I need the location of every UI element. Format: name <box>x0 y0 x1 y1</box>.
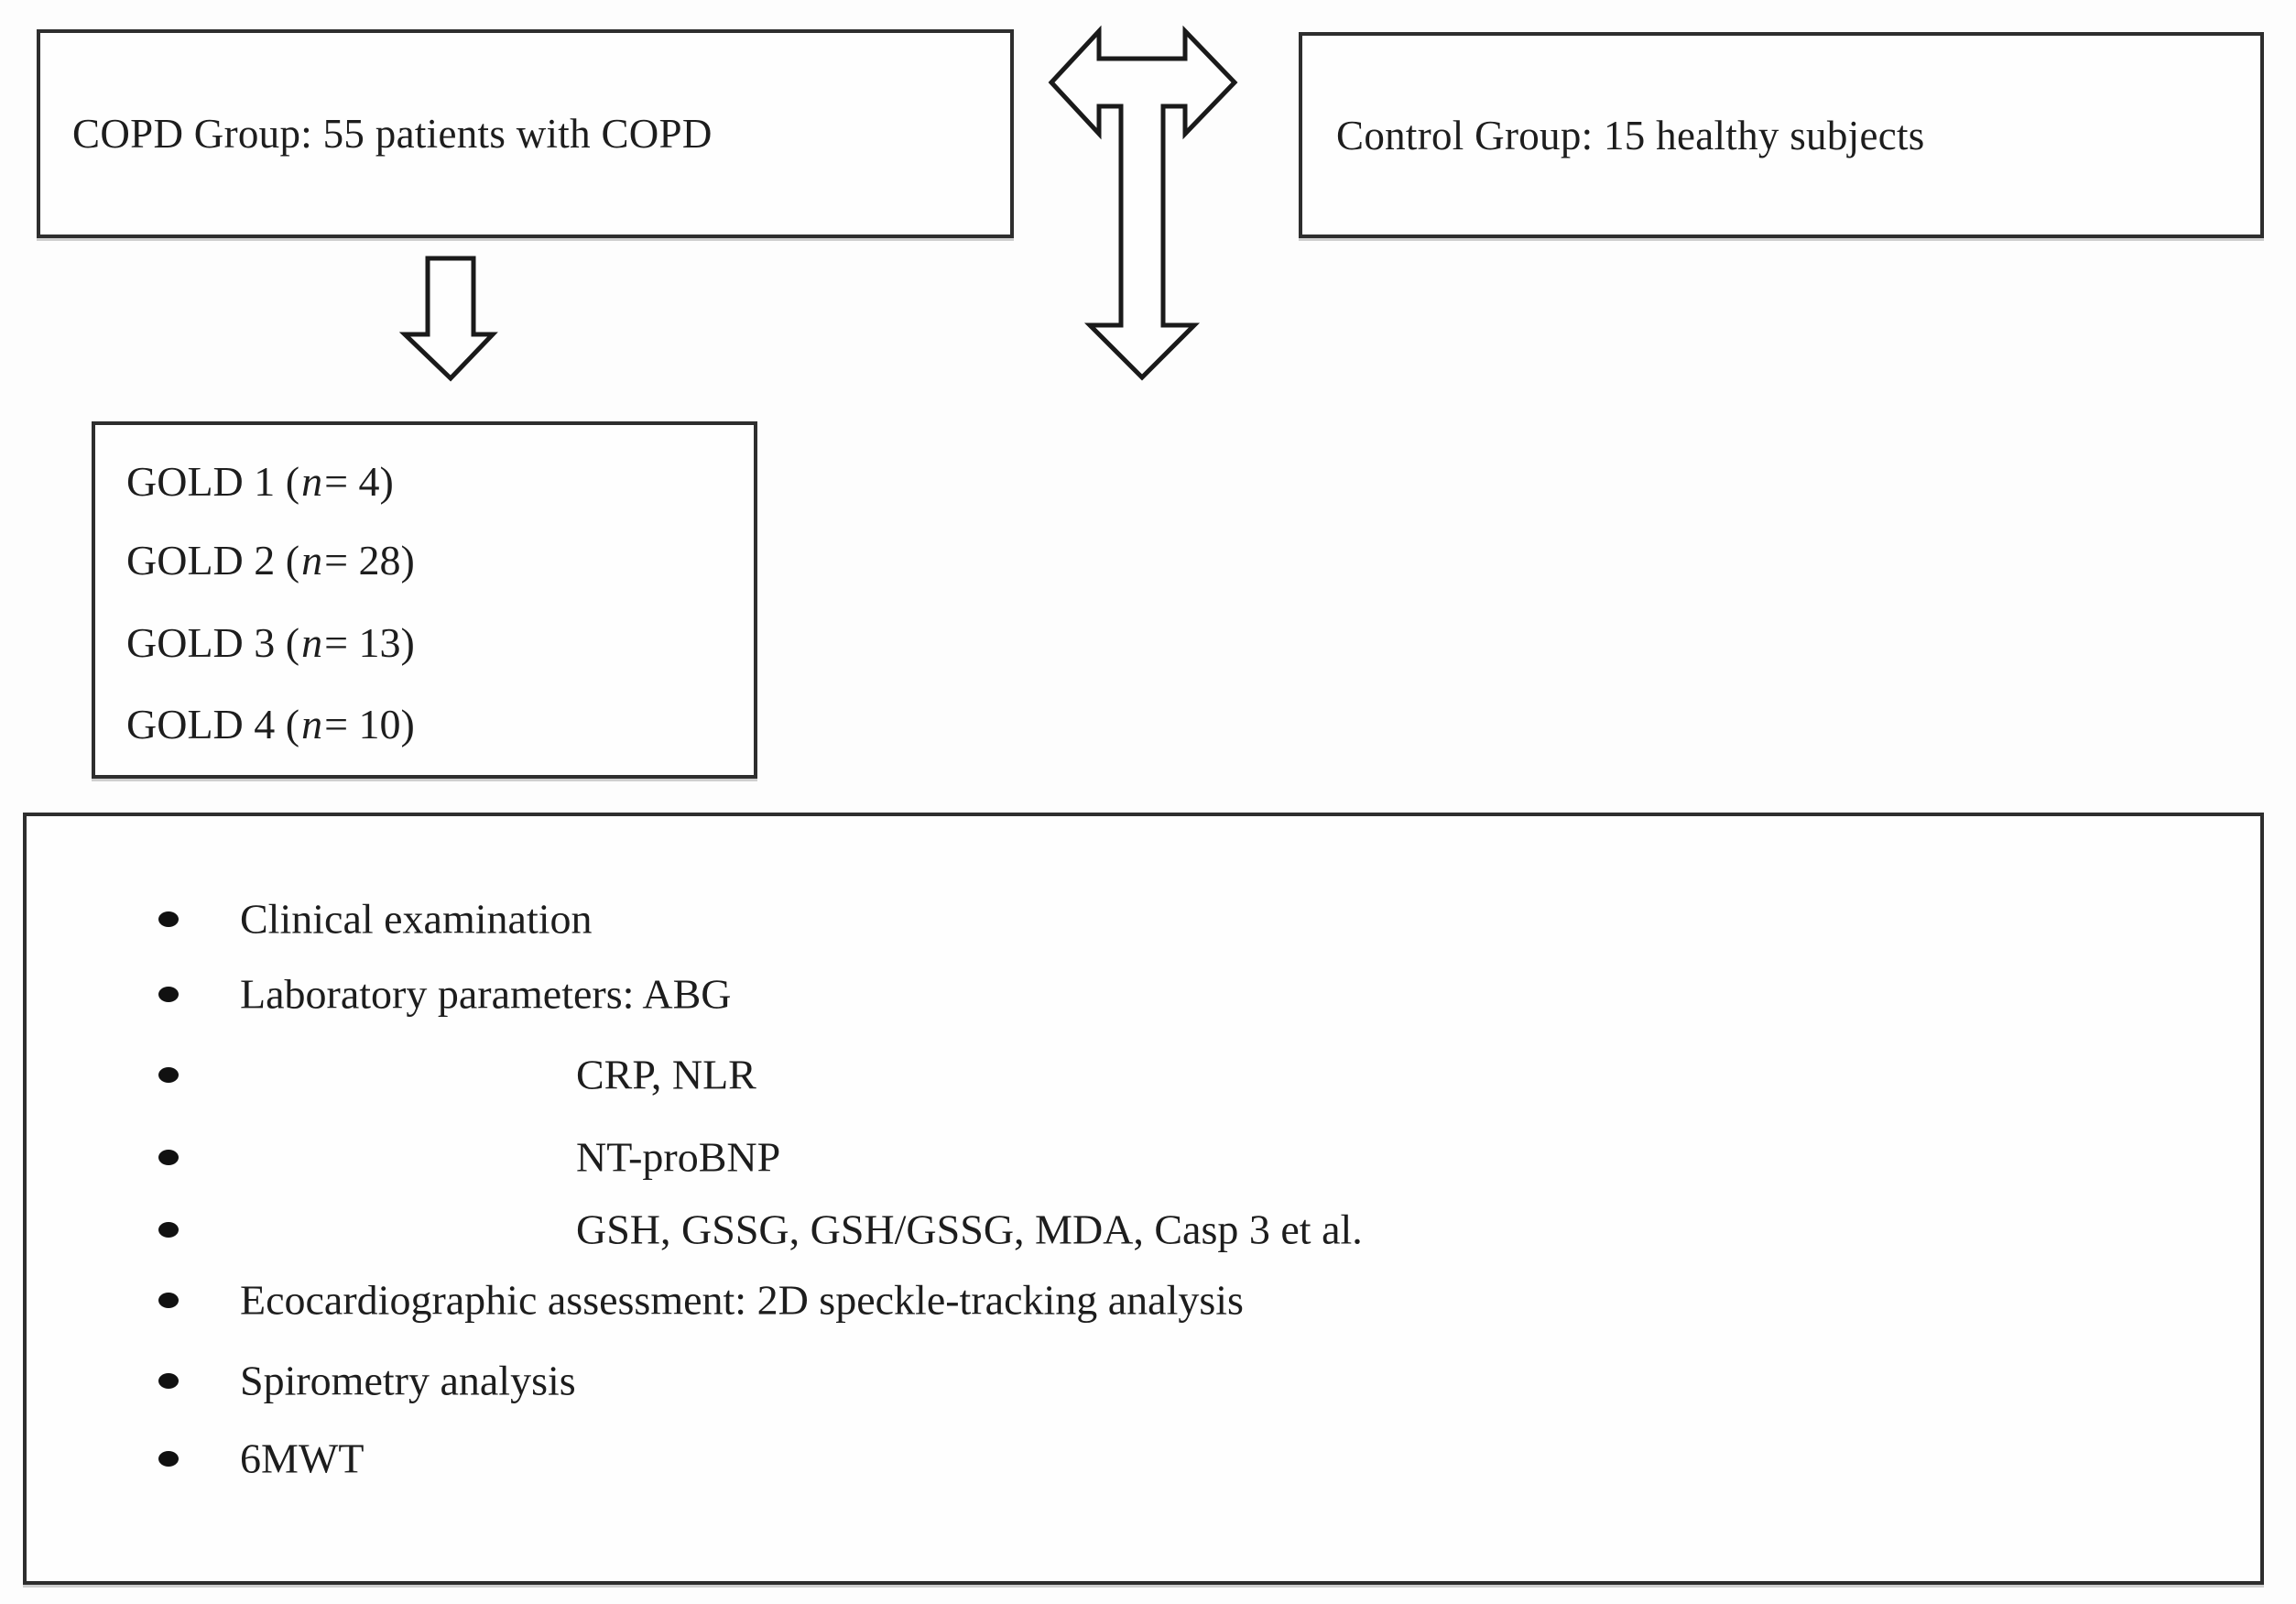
control-group-label: Control Group: 15 healthy subjects <box>1336 112 1925 158</box>
assessment-text: CRP, NLR <box>576 1051 756 1098</box>
assessment-text: Spirometry analysis <box>240 1357 576 1404</box>
gold-stage-text: GOLD 3 ( <box>126 618 300 666</box>
gold-stage-line: GOLD 4 (n = 10) <box>126 683 415 764</box>
bullet-icon <box>158 987 179 1002</box>
gold-stage-line: GOLD 1 (n = 4) <box>126 441 394 521</box>
gold-stage-line: GOLD 3 (n = 13) <box>126 602 415 682</box>
bullet-icon <box>158 1293 179 1308</box>
assessment-text: GSH, GSSG, GSH/GSSG, MDA, Casp 3 et al. <box>576 1206 1363 1253</box>
assessment-item: Spirometry analysis <box>27 1342 2260 1419</box>
assessment-item: GSH, GSSG, GSH/GSSG, MDA, Casp 3 et al. <box>27 1191 2260 1268</box>
assessment-item: NT-proBNP <box>27 1118 2260 1195</box>
gold-stage-text: GOLD 2 ( <box>126 536 300 584</box>
gold-stage-count: = 28) <box>324 536 415 584</box>
n-variable: n <box>301 618 323 666</box>
assessment-text: Laboratory parameters: ABG <box>240 970 732 1018</box>
gold-stage-line: GOLD 2 (n = 28) <box>126 519 415 600</box>
split-arrow-icon <box>1048 25 1238 381</box>
assessment-item: Laboratory parameters: ABG <box>27 955 2260 1032</box>
control-group-box: Control Group: 15 healthy subjects <box>1299 32 2264 238</box>
gold-stages-box: GOLD 1 (n = 4) GOLD 2 (n = 28) GOLD 3 (n… <box>92 421 757 779</box>
assessment-text: Clinical examination <box>240 895 593 943</box>
bullet-icon <box>158 1222 179 1238</box>
assessment-text: Ecocardiographic assessment: 2D speckle-… <box>240 1276 1244 1324</box>
gold-stage-text: GOLD 1 ( <box>126 457 300 505</box>
gold-stage-count: = 10) <box>324 700 415 747</box>
assessment-text: NT-proBNP <box>576 1133 781 1181</box>
n-variable: n <box>301 700 323 747</box>
copd-group-box: COPD Group: 55 patients with COPD <box>37 29 1014 238</box>
assessment-item: 6MWT <box>27 1420 2260 1497</box>
assessment-text: 6MWT <box>240 1435 365 1482</box>
bullet-icon <box>158 1451 179 1467</box>
gold-stage-text: GOLD 4 ( <box>126 700 300 747</box>
n-variable: n <box>301 536 323 584</box>
n-variable: n <box>301 457 323 505</box>
assessments-box: Clinical examination Laboratory paramete… <box>23 813 2264 1585</box>
bullet-icon <box>158 911 179 927</box>
assessment-item: CRP, NLR <box>27 1036 2260 1113</box>
bullet-icon <box>158 1150 179 1165</box>
bullet-icon <box>158 1067 179 1083</box>
assessment-item: Ecocardiographic assessment: 2D speckle-… <box>27 1261 2260 1338</box>
gold-stage-count: = 4) <box>324 457 394 505</box>
gold-stage-count: = 13) <box>324 618 415 666</box>
down-arrow-icon <box>398 256 498 382</box>
copd-group-label: COPD Group: 55 patients with COPD <box>72 111 713 157</box>
assessment-item: Clinical examination <box>27 880 2260 957</box>
bullet-icon <box>158 1373 179 1389</box>
